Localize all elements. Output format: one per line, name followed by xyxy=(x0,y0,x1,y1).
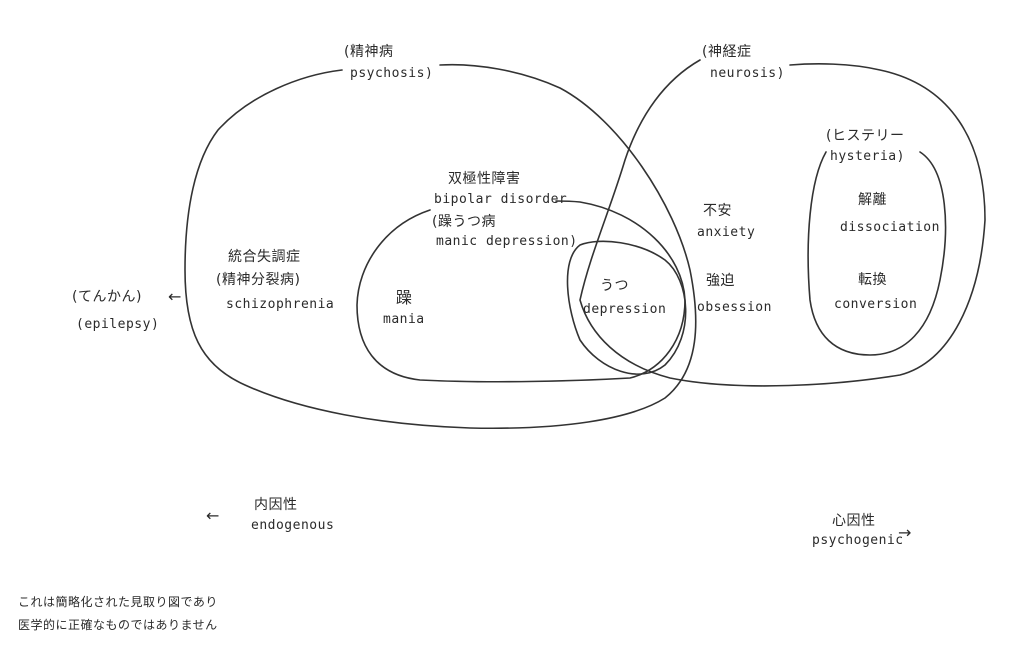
conversion-label-en: conversion xyxy=(834,297,918,312)
manic-depression-label-ja: (躁うつ病 xyxy=(432,214,496,230)
obsession-label-en: obsession xyxy=(697,300,772,315)
depression-label-ja: うつ xyxy=(600,278,629,294)
epilepsy-label-ja: (てんかん) xyxy=(72,289,142,305)
depression-boundary xyxy=(566,240,687,375)
anxiety-label-en: anxiety xyxy=(697,225,756,240)
psychosis-label-en: psychosis) xyxy=(350,66,434,81)
bipolar-boundary xyxy=(356,200,686,383)
schizophrenia-label-en: schizophrenia xyxy=(226,297,335,312)
depression-label-en: depression xyxy=(583,302,667,317)
psychogenic-label-en: psychogenic xyxy=(812,533,904,548)
endogenous-label-en: endogenous xyxy=(251,518,335,533)
dissociation-label-en: dissociation xyxy=(840,220,940,235)
disclaimer-line-1: これは簡略化された見取り図であり xyxy=(18,595,218,609)
schizophrenia-alt-label: (精神分裂病) xyxy=(216,272,301,288)
psychosis-label-ja: (精神病 xyxy=(344,44,394,60)
endogenous-label-ja: 内因性 xyxy=(254,497,298,513)
epilepsy-arrow: ← xyxy=(168,287,182,306)
hysteria-label-en: hysteria) xyxy=(830,149,905,164)
hysteria-label-ja: (ヒステリー xyxy=(826,128,905,144)
epilepsy-label-en: (epilepsy) xyxy=(76,317,160,332)
disclaimer-line-2: 医学的に正確なものではありません xyxy=(18,618,218,632)
neurosis-boundary xyxy=(579,59,986,387)
dissociation-label-ja: 解離 xyxy=(858,192,887,208)
psychogenic-label-ja: 心因性 xyxy=(832,513,876,529)
endogenous-arrow: ← xyxy=(206,506,220,525)
psychogenic-arrow: → xyxy=(898,523,912,542)
conversion-label-ja: 転換 xyxy=(858,272,887,288)
obsession-label-ja: 強迫 xyxy=(706,273,735,289)
hysteria-boundary xyxy=(807,151,947,356)
bipolar-label-en: bipolar disorder xyxy=(434,192,568,207)
mania-label-ja: 躁 xyxy=(396,288,413,307)
mania-label-en: mania xyxy=(383,312,425,327)
anxiety-label-ja: 不安 xyxy=(703,203,732,219)
manic-depression-label-en: manic depression) xyxy=(436,234,578,249)
schizophrenia-label-ja: 統合失調症 xyxy=(228,249,301,265)
bipolar-label-ja: 双極性障害 xyxy=(448,171,521,187)
neurosis-label-en: neurosis) xyxy=(710,66,785,81)
psychosis-boundary xyxy=(184,63,697,430)
neurosis-label-ja: (神経症 xyxy=(702,44,752,60)
